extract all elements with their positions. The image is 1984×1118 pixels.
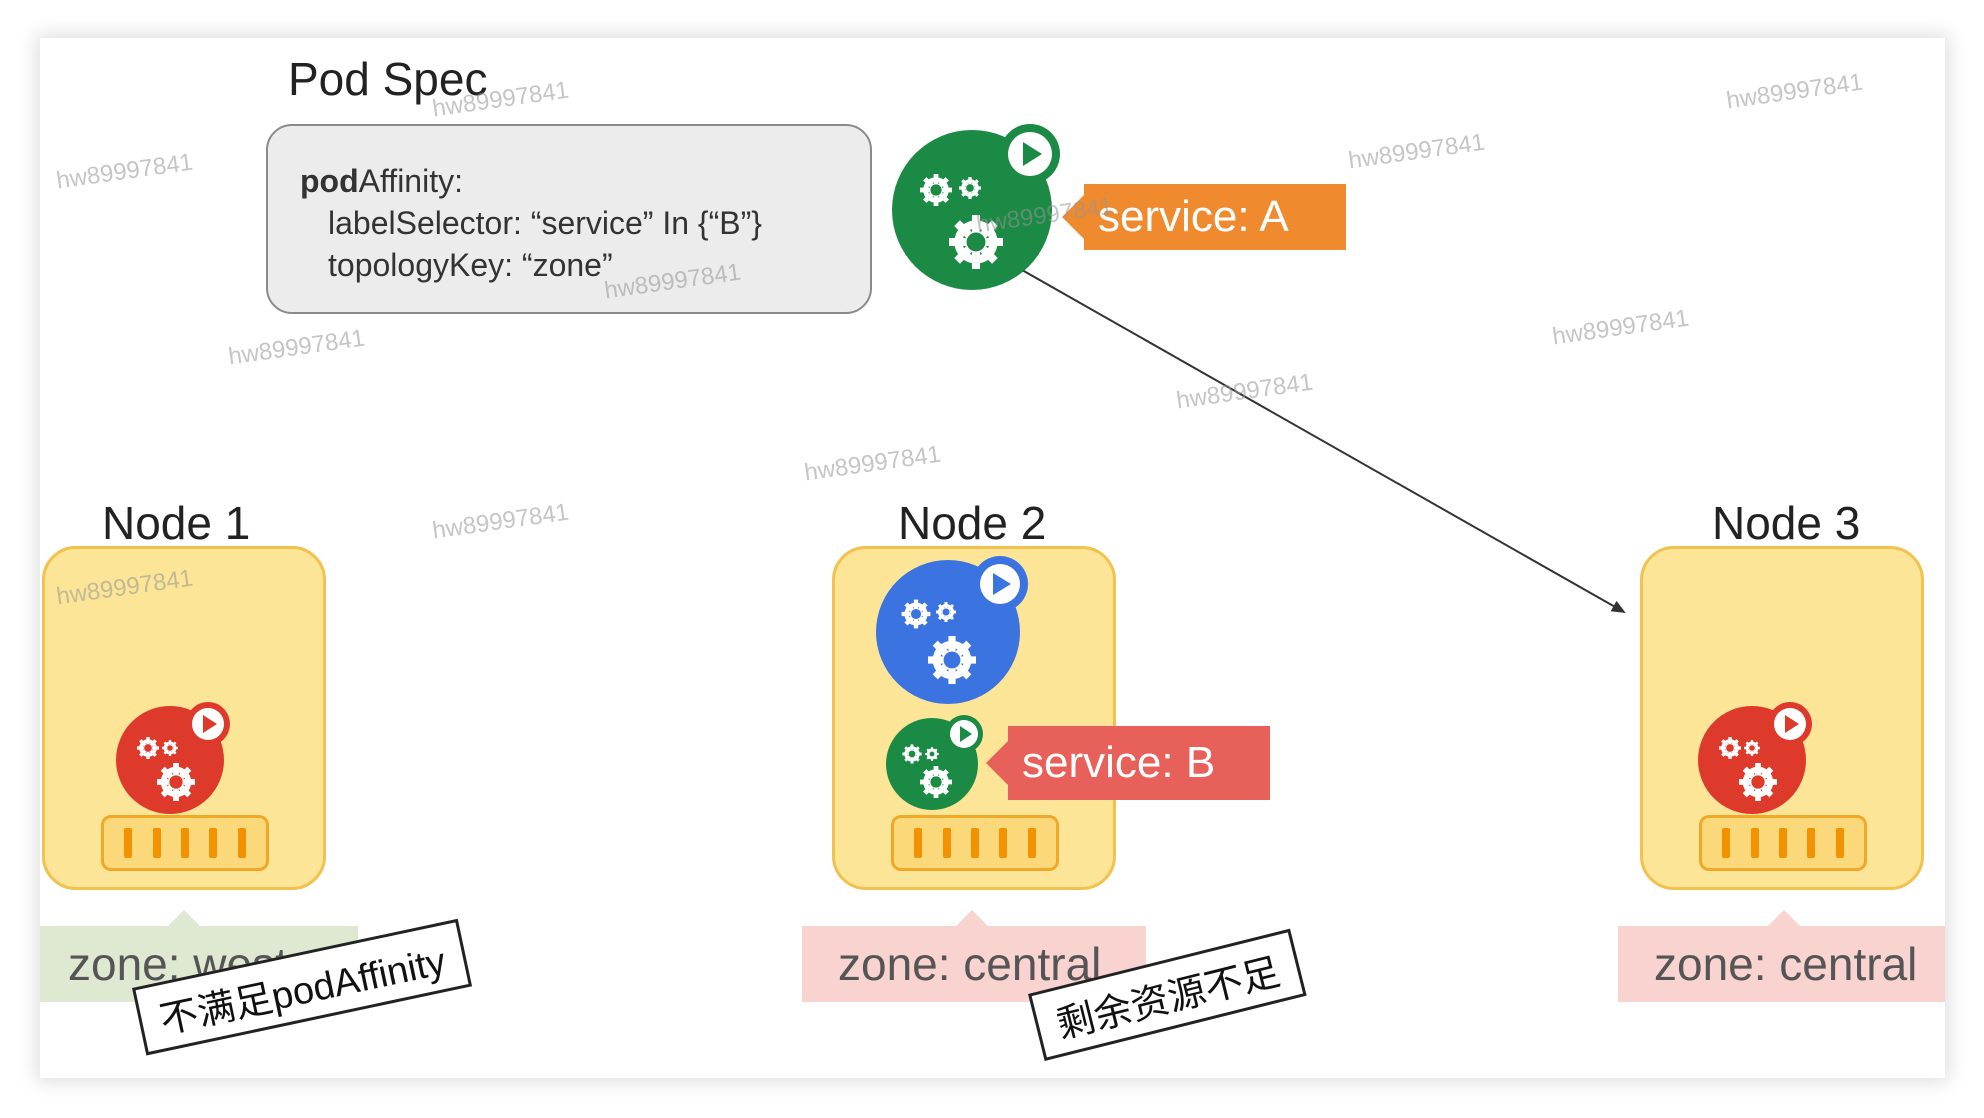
node1-pod-gear-icon xyxy=(116,702,230,814)
node3-pod-gear-icon xyxy=(1698,702,1812,814)
connector-arrow xyxy=(1007,261,1626,613)
node3-label: Node 3 xyxy=(1712,497,1861,549)
spec-affinity-rest: Affinity: xyxy=(358,163,463,199)
spec-line-topology: topologyKey: “zone” xyxy=(328,247,613,283)
pod-spec-box: podAffinity: labelSelector: “service” In… xyxy=(266,124,872,314)
node3-rack-icon xyxy=(1699,815,1867,871)
service-b-label: service: B xyxy=(1022,738,1216,787)
service-b-pod-gear-icon xyxy=(886,715,983,810)
node2-blue-pod-gear-icon xyxy=(876,556,1028,704)
node3-zone-label: zone: central xyxy=(1654,938,1918,990)
service-a-tag: service: A xyxy=(1062,184,1346,250)
pod-spec-title: Pod Spec xyxy=(288,53,488,105)
node2-zone-label: zone: central xyxy=(838,938,1102,990)
spec-line-selector: labelSelector: “service” In {“B”} xyxy=(328,205,762,241)
service-a-label: service: A xyxy=(1098,192,1289,241)
node3-zone: zone: central xyxy=(1618,910,1945,1002)
zone-notch xyxy=(1768,910,1800,926)
tag-pointer xyxy=(986,741,1008,785)
zone-notch xyxy=(956,910,988,926)
node2-rack-icon xyxy=(891,815,1059,871)
node1-label: Node 1 xyxy=(102,497,251,549)
node1-rack-icon xyxy=(101,815,269,871)
play-badge-icon xyxy=(1000,124,1060,184)
zone-notch xyxy=(168,910,200,926)
spec-line-affinity: podAffinity: xyxy=(300,160,870,202)
tag-pointer xyxy=(1062,195,1084,239)
service-b-tag: service: B xyxy=(986,726,1270,800)
service-a-pod-icon xyxy=(892,124,1060,290)
node2-label: Node 2 xyxy=(898,497,1047,549)
slide: Pod Spec podAffinity: labelSelector: “se… xyxy=(40,38,1945,1078)
node-pods-layer xyxy=(116,556,1812,814)
spec-affinity-bold: pod xyxy=(300,163,359,199)
